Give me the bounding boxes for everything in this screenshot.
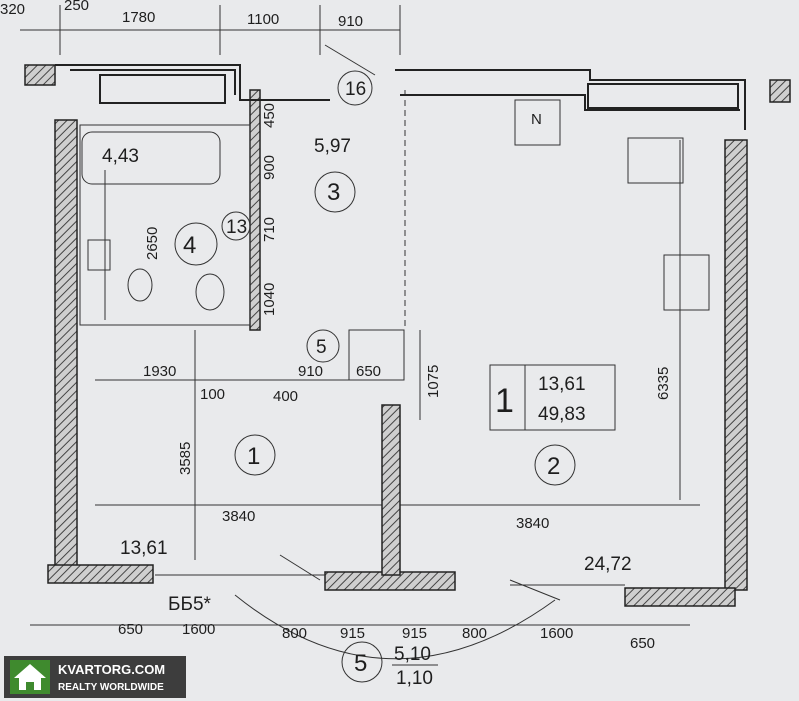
- gas-label: N: [531, 111, 542, 128]
- wall-bottom-left: [47, 564, 154, 584]
- dim-bottom-800-left: 800: [282, 625, 307, 642]
- sink-icon: [127, 268, 153, 302]
- bathtub-icon: [81, 131, 221, 185]
- dim-910-mid: 910: [298, 363, 323, 380]
- wall-bath: [249, 89, 261, 331]
- dim-1040: 1040: [261, 283, 278, 316]
- room1-number: 1: [247, 443, 260, 470]
- house-logo-icon: [10, 660, 50, 694]
- balcony-label: ББ5*: [168, 594, 212, 615]
- corridor-mark: 13: [226, 217, 247, 238]
- wall-left: [54, 119, 78, 571]
- dim-3840-right: 3840: [516, 515, 549, 532]
- dim-3840-left: 3840: [222, 508, 255, 525]
- dim-1075: 1075: [425, 365, 442, 398]
- wall-partition: [381, 404, 401, 576]
- dim-910-top: 910: [338, 13, 363, 30]
- dim-bottom-800-right: 800: [462, 625, 487, 642]
- room-outlines: [55, 64, 746, 660]
- dim-bottom-650-right: 650: [630, 635, 655, 652]
- watermark: KVARTORG.COM REALTY WORLDWIDE: [4, 656, 186, 698]
- kitchen-sink-icon: [663, 254, 710, 311]
- bathroom-number: 4: [183, 232, 196, 259]
- dim-bottom-650-left: 650: [118, 621, 143, 638]
- summary-frame: [489, 364, 616, 431]
- stove-icon: [627, 137, 684, 184]
- toilet-icon: [195, 273, 225, 311]
- watermark-title: KVARTORG.COM: [58, 662, 165, 677]
- balcony-arc: [234, 594, 556, 660]
- dim-1100: 1100: [247, 11, 279, 28]
- wall-top-right: [769, 79, 791, 103]
- dim-1780: 1780: [122, 9, 155, 26]
- total-area: 49,83: [538, 404, 586, 425]
- rooms-count: 1: [495, 382, 514, 420]
- dim-2650: 2650: [144, 227, 161, 260]
- dim-320: 320: [0, 1, 25, 18]
- room-markers: [174, 70, 576, 683]
- gas-meter-icon: [514, 99, 561, 146]
- bathroom-area: 4,43: [102, 146, 139, 167]
- balcony-coef: 1,10: [396, 668, 433, 689]
- wall-top-left: [24, 64, 56, 86]
- watermark-subtitle: REALTY WORLDWIDE: [58, 682, 164, 693]
- dim-6335: 6335: [655, 367, 672, 400]
- dim-900: 900: [261, 155, 278, 180]
- room2-number: 2: [547, 453, 560, 480]
- dim-450: 450: [261, 103, 278, 128]
- dim-bottom-1600-left: 1600: [182, 621, 215, 638]
- balcony-number: 5: [354, 650, 367, 677]
- dim-650-mid: 650: [356, 363, 381, 380]
- room2-area: 24,72: [584, 554, 632, 575]
- dim-400: 400: [273, 388, 298, 405]
- entry-mark: 16: [345, 79, 366, 100]
- room1-area: 13,61: [120, 538, 168, 559]
- dim-bottom-1600-right: 1600: [540, 625, 573, 642]
- hall-number: 3: [327, 179, 340, 206]
- walls: [24, 64, 791, 607]
- washer-icon: [87, 239, 111, 271]
- living-area: 13,61: [538, 374, 586, 395]
- hall-area: 5,97: [314, 136, 351, 157]
- door-mark: 5: [316, 337, 327, 358]
- dim-bottom-915-right: 915: [402, 625, 427, 642]
- dim-100: 100: [200, 386, 225, 403]
- dim-bottom-915-left: 915: [340, 625, 365, 642]
- wall-right: [724, 139, 748, 591]
- dim-250: 250: [64, 0, 89, 14]
- dim-710: 710: [261, 217, 278, 242]
- dim-1930: 1930: [143, 363, 176, 380]
- dim-3585: 3585: [177, 442, 194, 475]
- balcony-area: 5,10: [394, 644, 431, 665]
- wall-bottom-right: [624, 587, 736, 607]
